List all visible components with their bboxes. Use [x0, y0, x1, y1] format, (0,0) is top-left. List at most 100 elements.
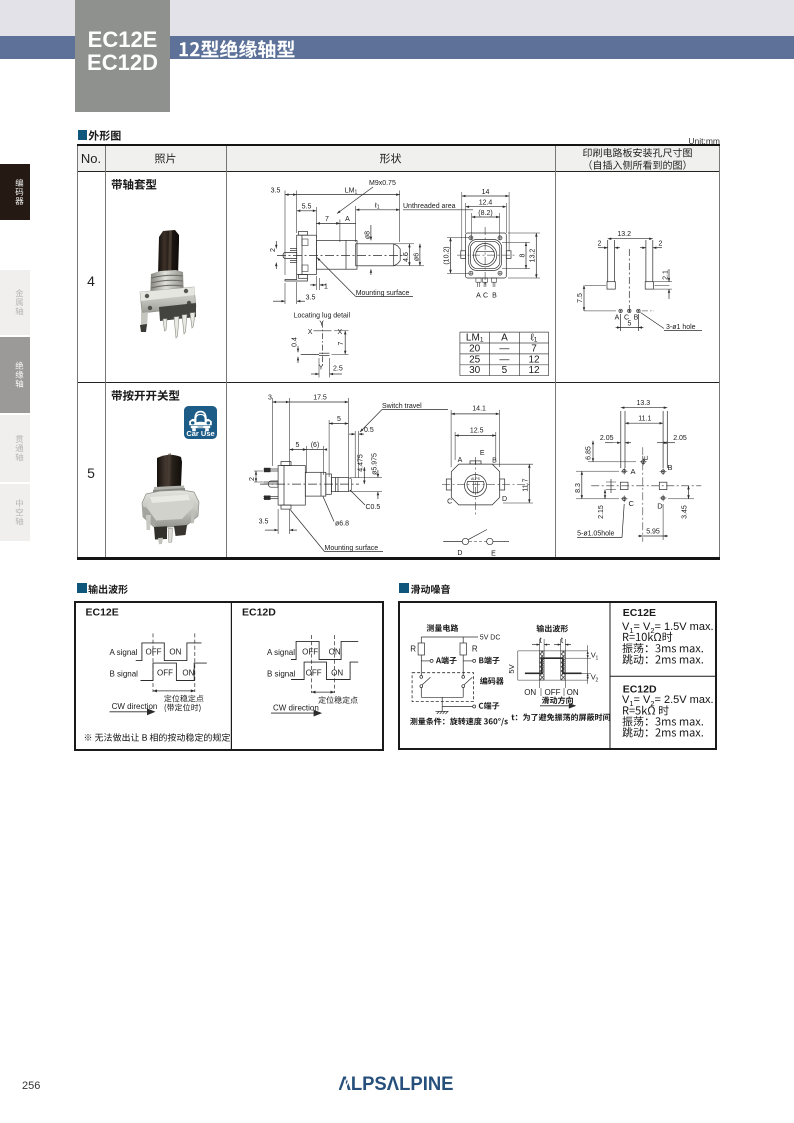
- svg-text:D: D: [657, 502, 663, 511]
- svg-text:14.1: 14.1: [472, 406, 486, 413]
- svg-text:Y: Y: [319, 365, 324, 372]
- svg-text:ø8: ø8: [365, 231, 372, 239]
- svg-text:A signal: A signal: [110, 648, 138, 657]
- svg-text:B signal: B signal: [110, 669, 139, 678]
- svg-text:7: 7: [338, 341, 345, 345]
- svg-text:LM1: LM1: [345, 188, 358, 196]
- svg-text:C: C: [629, 499, 635, 508]
- svg-text:0.5: 0.5: [364, 427, 374, 434]
- svg-text:EC12D: EC12D: [623, 684, 657, 696]
- svg-text:X: X: [308, 329, 313, 336]
- svg-text:—: —: [499, 354, 509, 365]
- svg-text:3.45: 3.45: [682, 505, 689, 519]
- svg-text:C: C: [447, 499, 452, 506]
- svg-text:EC12E: EC12E: [86, 607, 119, 619]
- svg-text:2: 2: [249, 477, 256, 481]
- svg-text:3-ø1 hole: 3-ø1 hole: [666, 324, 696, 331]
- svg-text:ON: ON: [169, 647, 181, 656]
- svg-text:OFF: OFF: [302, 647, 318, 656]
- svg-text:A: A: [615, 315, 620, 322]
- svg-text:ℓ1: ℓ1: [373, 202, 379, 210]
- svg-text:Car Use: Car Use: [186, 429, 214, 438]
- svg-text:5V: 5V: [507, 664, 516, 673]
- svg-text:5: 5: [502, 365, 508, 376]
- svg-text:Y: Y: [319, 321, 324, 328]
- svg-text:OFF: OFF: [545, 688, 561, 697]
- svg-text:13.2: 13.2: [617, 231, 631, 238]
- svg-text:2.5: 2.5: [333, 366, 343, 373]
- svg-text:E: E: [491, 551, 496, 558]
- svg-text:5: 5: [628, 321, 632, 328]
- svg-text:5: 5: [337, 416, 341, 423]
- svg-text:2.15: 2.15: [598, 505, 605, 519]
- svg-text:2.05: 2.05: [600, 435, 614, 442]
- svg-text:8.3: 8.3: [575, 483, 582, 493]
- svg-text:12: 12: [528, 354, 540, 365]
- svg-text:ø6.8: ø6.8: [335, 521, 349, 528]
- svg-text:B: B: [668, 463, 673, 472]
- svg-text:R: R: [410, 645, 416, 654]
- svg-text:7: 7: [325, 216, 329, 223]
- svg-text:OFF: OFF: [306, 669, 322, 678]
- svg-text:(8.2): (8.2): [478, 210, 492, 217]
- svg-text:ℓ1: ℓ1: [531, 333, 538, 344]
- svg-text:ON: ON: [182, 669, 194, 678]
- svg-text:t: t: [540, 636, 543, 645]
- svg-text:C0.5: C0.5: [366, 504, 381, 511]
- svg-text:12.5: 12.5: [470, 428, 484, 435]
- svg-text:ø5.975: ø5.975: [372, 453, 379, 475]
- svg-text:Mounting surface: Mounting surface: [325, 545, 379, 552]
- svg-text:V: V: [591, 672, 596, 681]
- svg-text:7.5: 7.5: [577, 293, 584, 303]
- svg-text:Locating lug detail: Locating lug detail: [294, 313, 351, 320]
- svg-text:2: 2: [270, 248, 277, 252]
- svg-text:OFF: OFF: [146, 647, 162, 656]
- svg-text:B: B: [492, 458, 497, 465]
- svg-text:C: C: [624, 315, 629, 322]
- svg-text:5-ø1.05hole: 5-ø1.05hole: [577, 531, 614, 538]
- svg-text:A: A: [476, 293, 481, 300]
- svg-text:11.1: 11.1: [638, 416, 651, 423]
- svg-text:14: 14: [482, 189, 490, 196]
- svg-text:2.05: 2.05: [673, 435, 687, 442]
- svg-text:7: 7: [531, 343, 537, 354]
- svg-text:A: A: [501, 333, 508, 344]
- svg-text:E: E: [641, 455, 650, 460]
- svg-text:30: 30: [469, 365, 481, 376]
- svg-text:ALPS: ALPS: [471, 477, 481, 481]
- svg-text:Mounting surface: Mounting surface: [356, 290, 410, 297]
- svg-text:17.5: 17.5: [313, 395, 327, 402]
- svg-text:13.2: 13.2: [530, 249, 537, 263]
- svg-text:5.5: 5.5: [302, 203, 312, 210]
- svg-text:3.5: 3.5: [306, 294, 316, 301]
- svg-text:D: D: [457, 550, 462, 557]
- svg-text:3.5: 3.5: [259, 519, 269, 526]
- svg-text:M9x0.75: M9x0.75: [369, 180, 396, 187]
- svg-text:12: 12: [528, 365, 540, 376]
- svg-text:0.4: 0.4: [292, 337, 299, 347]
- svg-text:8: 8: [519, 253, 526, 257]
- svg-text:X: X: [338, 329, 343, 336]
- svg-text:1: 1: [596, 655, 599, 661]
- svg-text:(10.2): (10.2): [444, 246, 451, 264]
- svg-text:11.7: 11.7: [523, 478, 530, 491]
- svg-text:13.3: 13.3: [636, 400, 650, 407]
- svg-text:CW direction: CW direction: [112, 702, 158, 711]
- svg-text:LM1: LM1: [466, 333, 484, 344]
- svg-text:12.4: 12.4: [479, 200, 493, 207]
- svg-text:E: E: [480, 450, 485, 457]
- svg-text:EC12D: EC12D: [242, 607, 276, 619]
- svg-text:A: A: [631, 467, 636, 476]
- svg-text:2: 2: [659, 241, 663, 248]
- svg-text:(6): (6): [311, 442, 320, 449]
- svg-text:B signal: B signal: [267, 669, 296, 678]
- svg-text:5.95: 5.95: [646, 529, 660, 536]
- svg-text:ON: ON: [331, 669, 343, 678]
- svg-text:2: 2: [596, 677, 599, 683]
- svg-text:CW direction: CW direction: [273, 704, 319, 713]
- svg-text:B: B: [492, 293, 497, 300]
- svg-text:ON: ON: [329, 647, 341, 656]
- svg-text:ON: ON: [524, 688, 536, 697]
- svg-text:OFF: OFF: [157, 669, 173, 678]
- svg-text:D: D: [502, 496, 507, 503]
